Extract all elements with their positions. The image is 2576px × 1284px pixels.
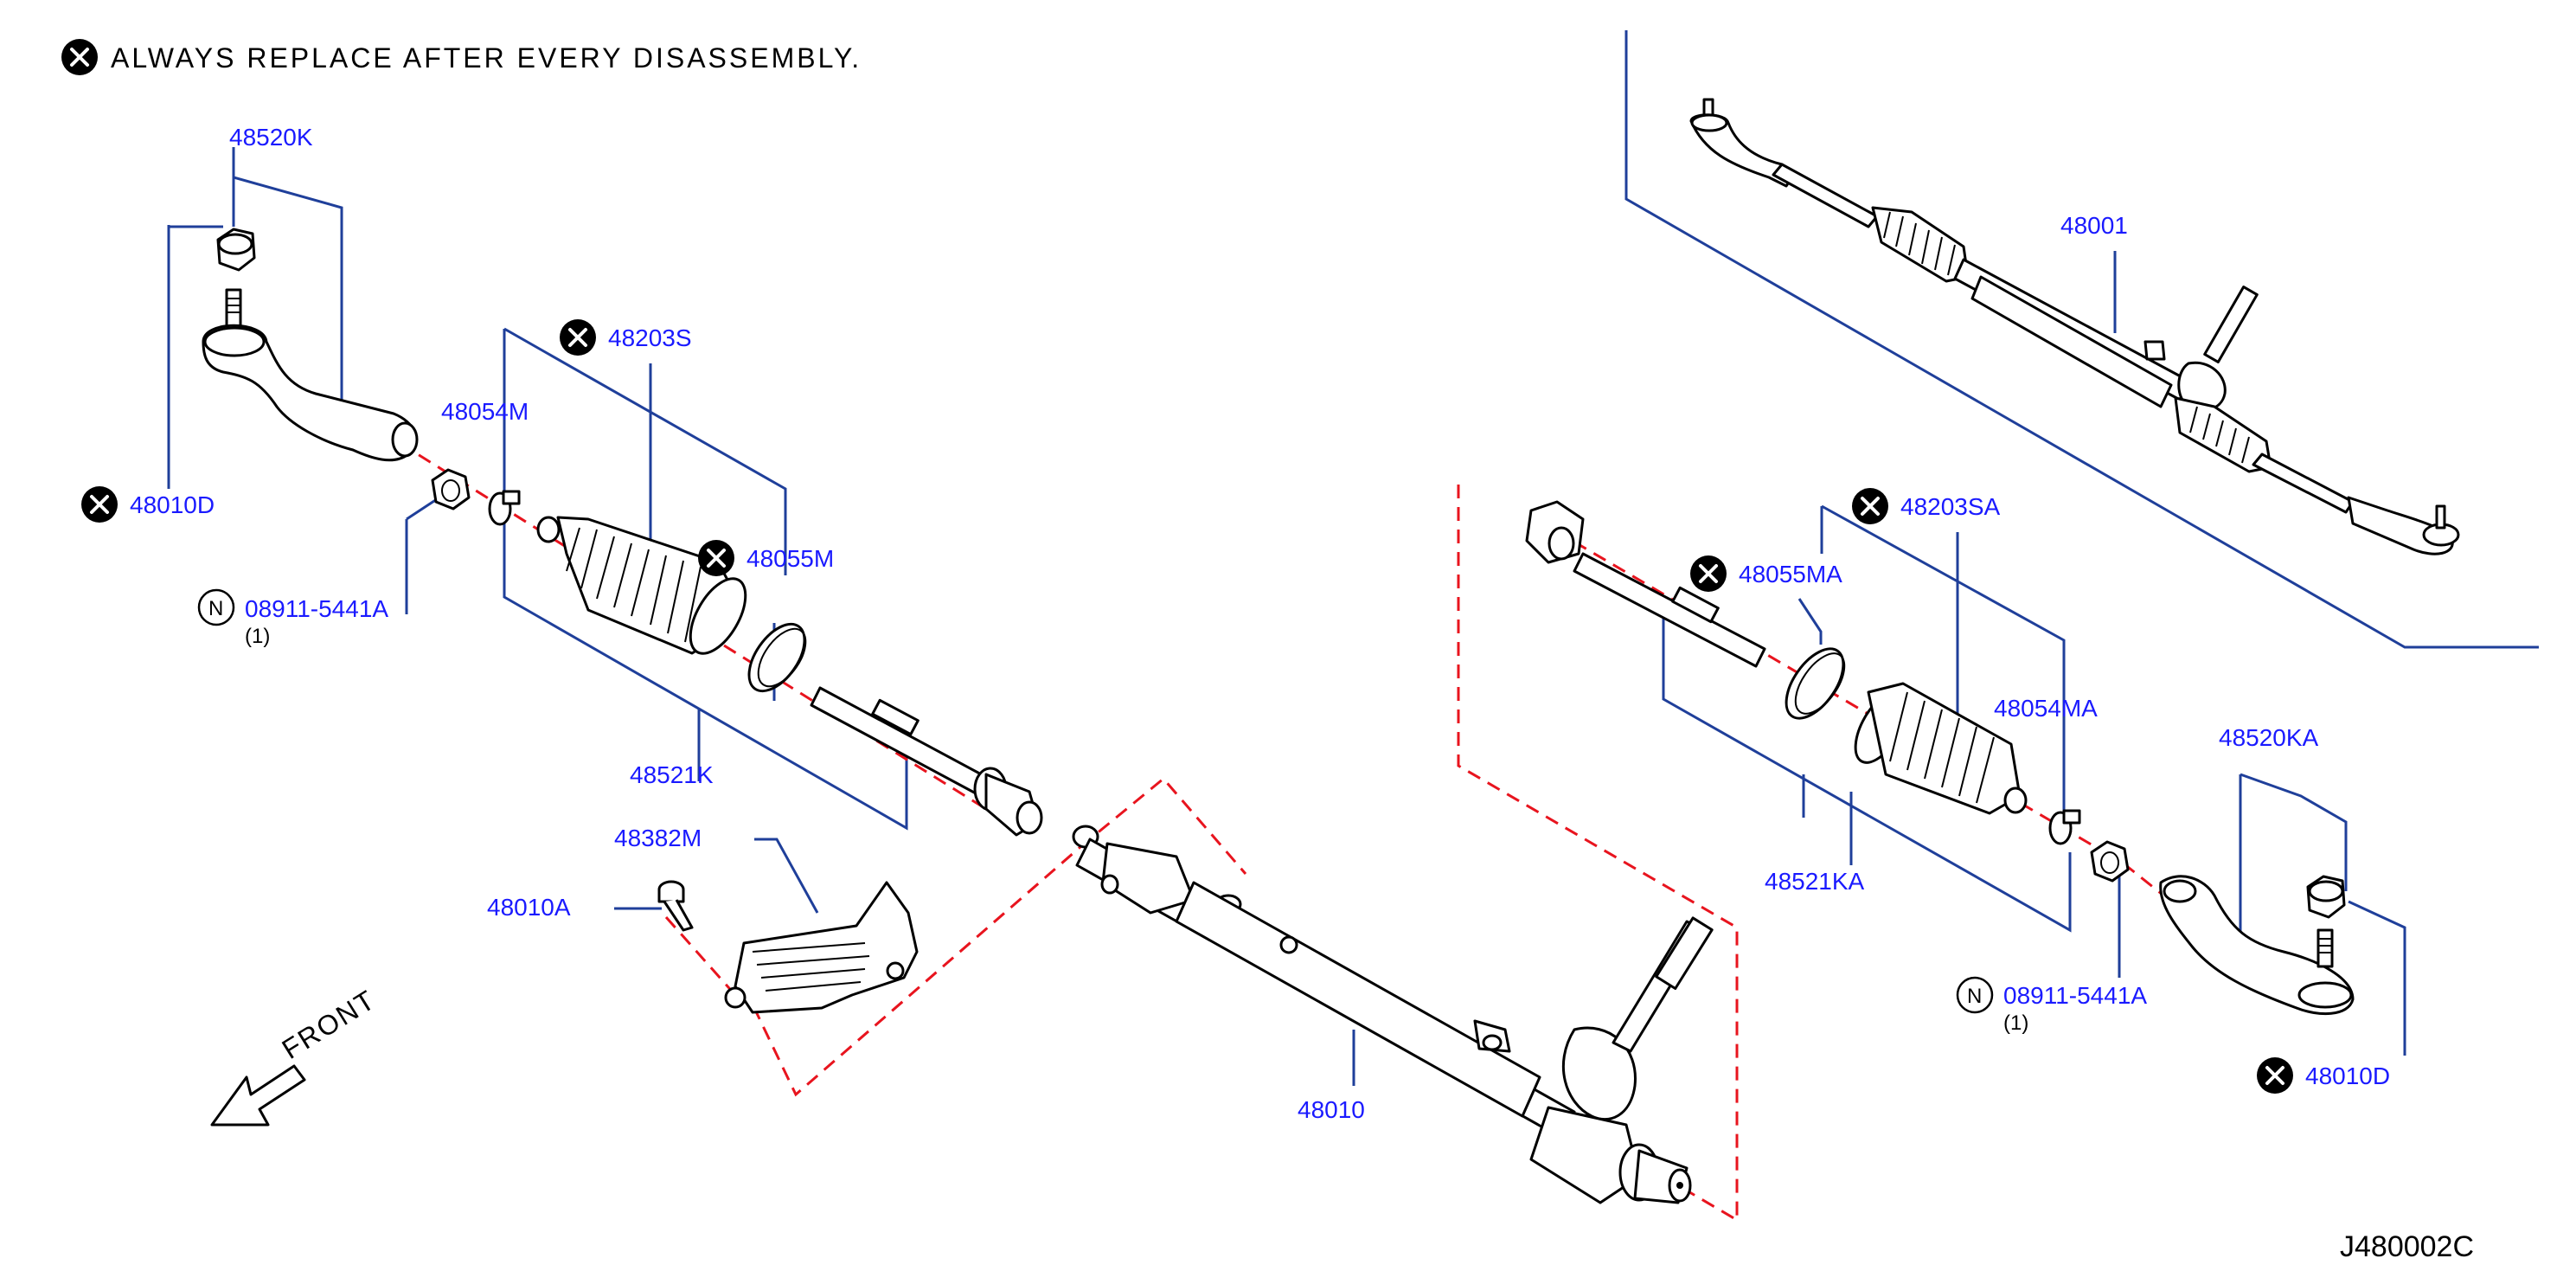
boot-icon-48203SA xyxy=(1854,682,2028,815)
nut-icon-08911-right xyxy=(2090,840,2130,883)
part-48010[interactable]: 48010 xyxy=(1298,1096,1365,1123)
tie-rod-end-left-icon xyxy=(202,288,419,462)
inner-tie-rod-icon-48521KA xyxy=(1525,500,1766,668)
part-48382M[interactable]: 48382M xyxy=(614,825,702,851)
n-symbol: N xyxy=(1967,985,1982,1008)
boot-icon-48203S xyxy=(536,516,747,655)
quantity-left: (1) xyxy=(245,625,270,648)
part-48055M[interactable]: 48055M xyxy=(747,545,834,572)
n-circle-icon: N xyxy=(1956,976,1994,1014)
part-48054M[interactable]: 48054M xyxy=(441,398,529,425)
band-icon-48055M xyxy=(747,622,807,693)
inner-tie-rod-icon-48521K xyxy=(810,686,1043,837)
part-48520KA[interactable]: 48520KA xyxy=(2219,724,2319,751)
steering-gear-assembly-icon-48001 xyxy=(1689,98,2460,555)
part-48055MA[interactable]: 48055MA xyxy=(1739,561,1842,587)
nut-icon-48520K xyxy=(216,228,256,272)
part-48054MA[interactable]: 48054MA xyxy=(1994,695,2098,722)
front-arrow-icon xyxy=(210,1064,306,1127)
part-48203SA[interactable]: 48203SA xyxy=(1900,493,2001,520)
part-48520K[interactable]: 48520K xyxy=(229,124,313,151)
part-48010D-right[interactable]: 48010D xyxy=(2305,1063,2390,1089)
x-circle-icon xyxy=(2257,1057,2293,1094)
band-icon-48055MA xyxy=(1785,647,1846,720)
bolt-icon-48010A xyxy=(657,880,694,932)
nut-icon-08911-left xyxy=(431,468,471,510)
part-48203S[interactable]: 48203S xyxy=(608,324,692,351)
part-48010D-left[interactable]: 48010D xyxy=(130,491,215,518)
n-symbol: N xyxy=(208,597,223,620)
steering-rack-icon-48010 xyxy=(1072,825,1714,1204)
leader-lines xyxy=(167,30,2539,1086)
x-circle-icon xyxy=(698,540,734,576)
part-48001[interactable]: 48001 xyxy=(2060,212,2128,239)
tie-rod-end-right-icon xyxy=(2159,875,2355,1016)
part-08911-5441A-right[interactable]: 08911-5441A xyxy=(2003,982,2147,1009)
heat-shield-icon-48382M xyxy=(724,881,919,1014)
diagram-code: J480002C xyxy=(2340,1230,2474,1263)
x-circle-icon xyxy=(61,39,98,75)
x-circle-icon xyxy=(81,486,118,523)
replace-note: ALWAYS REPLACE AFTER EVERY DISASSEMBLY. xyxy=(61,39,862,75)
part-labels: 48520K 48010D N 08911-5441A (1) 48054M 4… xyxy=(81,124,2390,1123)
front-arrow: FRONT xyxy=(210,984,381,1127)
quantity-right: (1) xyxy=(2003,1011,2028,1035)
front-label: FRONT xyxy=(277,984,381,1065)
n-circle-icon: N xyxy=(197,588,235,626)
part-48521K[interactable]: 48521K xyxy=(630,761,714,788)
x-circle-icon xyxy=(1690,555,1727,592)
part-48521KA[interactable]: 48521KA xyxy=(1765,868,1865,895)
nut-icon-48520KA xyxy=(2306,875,2346,919)
x-circle-icon xyxy=(1852,488,1888,524)
part-08911-5441A-left[interactable]: 08911-5441A xyxy=(245,595,388,622)
replace-note-text: ALWAYS REPLACE AFTER EVERY DISASSEMBLY. xyxy=(111,42,862,74)
part-48010A[interactable]: 48010A xyxy=(487,894,571,921)
clamp-icon-48054MA xyxy=(2048,809,2081,845)
clamp-icon-48054M xyxy=(488,490,521,526)
x-circle-icon xyxy=(560,319,596,356)
